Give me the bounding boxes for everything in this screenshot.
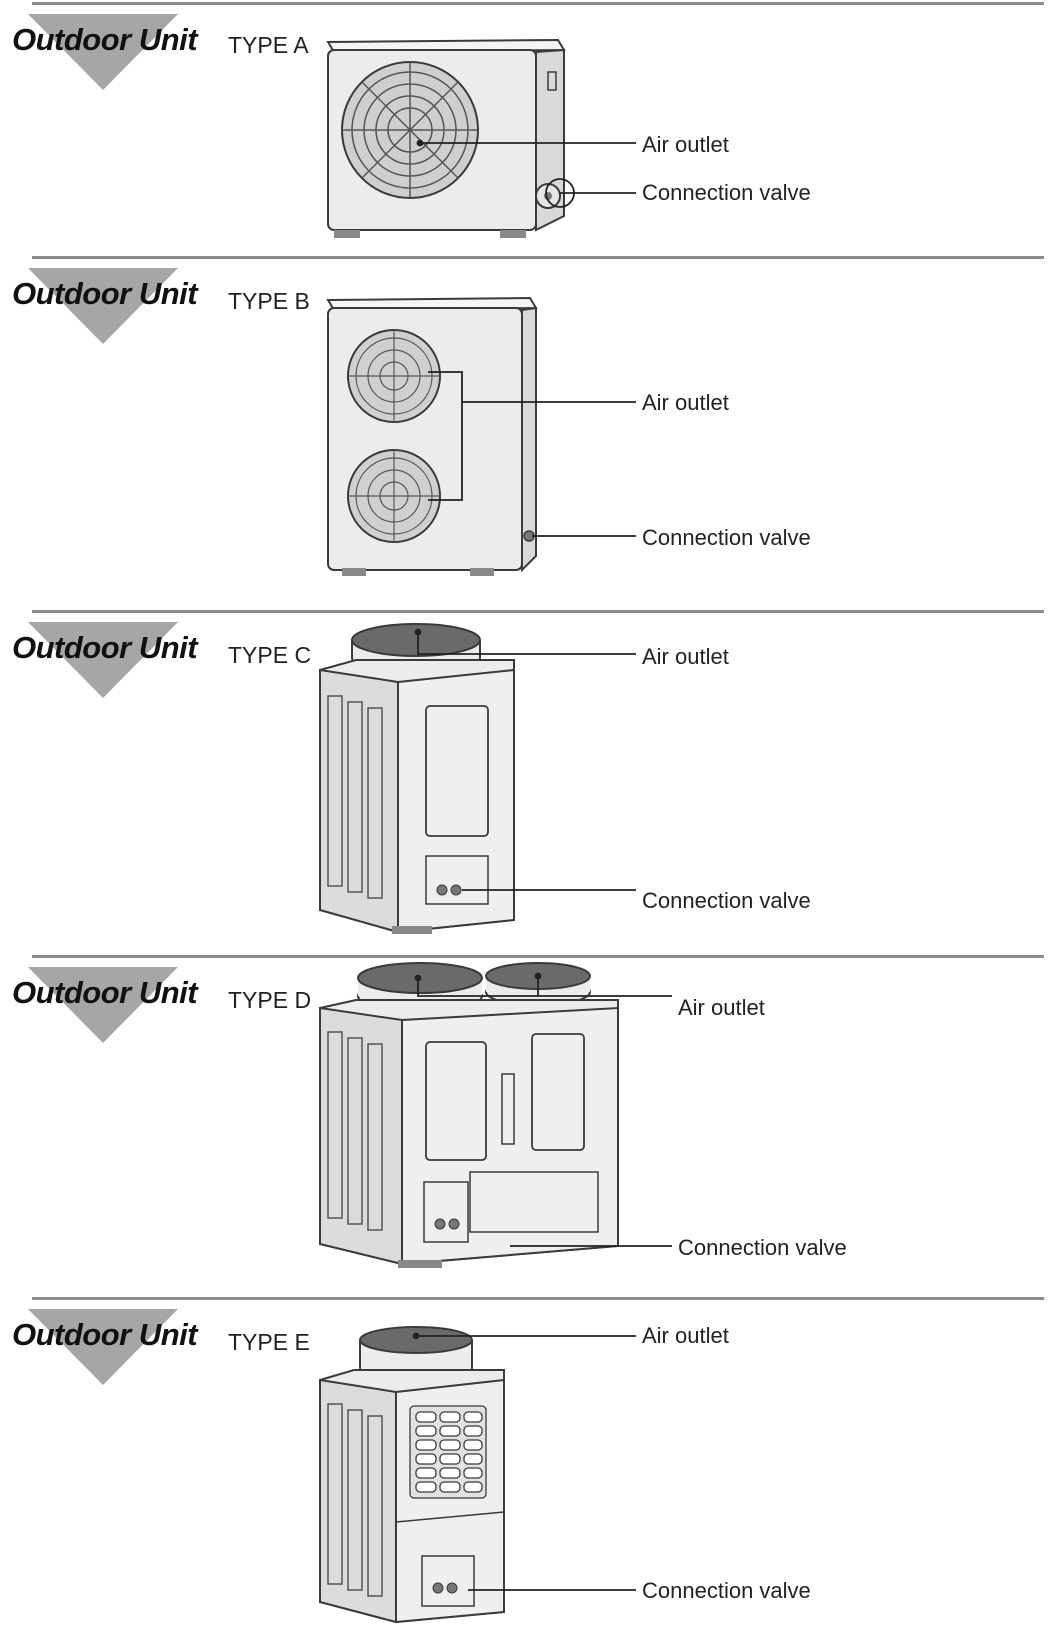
connection-valve-label: Connection valve xyxy=(642,525,811,550)
outdoor-unit-type-a-illustration xyxy=(326,38,566,238)
connection-valve-icon xyxy=(434,1218,446,1230)
connection-valve-label: Connection valve xyxy=(678,1235,847,1260)
unit-type-label: TYPE D xyxy=(228,987,312,1013)
connection-valve-icon xyxy=(523,530,535,542)
air-outlet-label: Air outlet xyxy=(642,644,729,669)
air-outlet-label: Air outlet xyxy=(642,1323,729,1348)
fan-grille-icon xyxy=(347,329,441,423)
section-divider xyxy=(32,1297,1044,1300)
fan-top-icon xyxy=(357,962,483,994)
fan-top-icon xyxy=(351,623,481,657)
connection-valve-label: Connection valve xyxy=(642,888,811,913)
section-marker-triangle-icon xyxy=(28,268,178,344)
section-divider xyxy=(32,256,1044,259)
front-grille-icon xyxy=(409,1405,487,1499)
fan-top-icon xyxy=(359,1326,473,1354)
section-divider xyxy=(32,955,1044,958)
air-outlet-label: Air outlet xyxy=(678,995,765,1020)
section-title: Outdoor Unit xyxy=(12,22,198,57)
section-marker-triangle-icon xyxy=(28,622,178,698)
outdoor-unit-type-b-illustration xyxy=(326,296,538,576)
section-marker-triangle-icon xyxy=(28,1309,178,1385)
air-outlet-label: Air outlet xyxy=(642,390,729,415)
section-title: Outdoor Unit xyxy=(12,630,198,665)
unit-type-label: TYPE A xyxy=(228,32,309,58)
section-divider xyxy=(32,2,1044,5)
connection-valve-label: Connection valve xyxy=(642,180,811,205)
section-title: Outdoor Unit xyxy=(12,276,198,311)
unit-type-label: TYPE B xyxy=(228,288,310,314)
air-outlet-label: Air outlet xyxy=(642,132,729,157)
unit-type-label: TYPE C xyxy=(228,642,312,668)
section-marker-triangle-icon xyxy=(28,14,178,90)
outdoor-unit-type-d-illustration xyxy=(319,962,619,1268)
outdoor-unit-type-e-illustration xyxy=(319,1326,505,1624)
fan-grille-icon xyxy=(347,449,441,543)
connection-valve-icon xyxy=(436,884,448,896)
fan-top-icon xyxy=(485,962,591,990)
section-marker-triangle-icon xyxy=(28,967,178,1043)
connection-valve-label: Connection valve xyxy=(642,1578,811,1603)
fan-grille-icon xyxy=(341,61,479,199)
unit-type-label: TYPE E xyxy=(228,1329,310,1355)
section-divider xyxy=(32,610,1044,613)
section-title: Outdoor Unit xyxy=(12,1317,198,1352)
connection-valve-icon xyxy=(432,1582,444,1594)
section-title: Outdoor Unit xyxy=(12,975,198,1010)
outdoor-unit-type-c-illustration xyxy=(319,623,515,934)
